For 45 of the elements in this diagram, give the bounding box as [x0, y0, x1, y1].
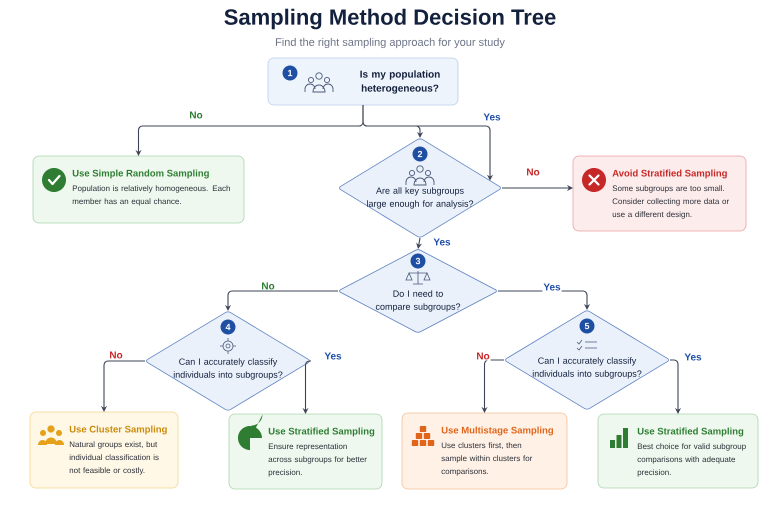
edge-label: Yes	[542, 282, 562, 292]
step-badge: 4	[220, 320, 236, 334]
decision-diamond	[339, 138, 501, 238]
box-description: Natural groups exist, but individual classification is not feasible or costly.	[70, 441, 159, 475]
question-text: Can I accurately classify individuals into subgroups?	[532, 357, 642, 379]
box-description: Use clusters first, then sample within clusters for comparisons.	[441, 442, 532, 476]
subtitle: Find the right sampling approach for your study	[276, 38, 505, 48]
box-description: Some subgroups are too small. Consider collecting more data or use a different design.	[612, 185, 729, 219]
decision-diamond	[505, 310, 669, 410]
box-title: Use Stratified Sampling	[638, 428, 744, 436]
box-title: Use Multistage Sampling	[442, 426, 553, 436]
question-box	[268, 58, 458, 106]
box-title: Use Cluster Sampling	[70, 426, 167, 434]
result-box	[32, 156, 244, 224]
edge-label: No	[475, 352, 491, 360]
result-box	[572, 156, 746, 232]
edge-label: Yes	[482, 112, 502, 122]
box-description: Population is relatively homogeneous. Each member has an equal chance.	[72, 185, 230, 206]
box-description: Best choice for valid subgroup comparisons with adequate precision.	[638, 443, 746, 477]
decision-diamond	[339, 249, 497, 333]
step-badge: 2	[412, 146, 428, 162]
edge-label: No	[525, 168, 541, 176]
title: Sampling Method Decision Tree	[224, 8, 556, 30]
question-text: Can I accurately classify individuals into subgroups?	[174, 358, 282, 380]
step-badge: 1	[282, 66, 298, 80]
result-box	[598, 414, 758, 488]
box-title: Use Simple Random Sampling	[72, 170, 209, 178]
box-title: Use Stratified Sampling	[268, 428, 374, 436]
box-title: Avoid Stratified Sampling	[612, 170, 727, 178]
decision-diamond	[146, 312, 310, 410]
edge-label: Yes	[683, 352, 703, 362]
question-text: Do I need to compare subgroups?	[376, 290, 460, 312]
edge-label: No	[108, 350, 124, 360]
edge-label: No	[260, 282, 276, 290]
edge-label: No	[188, 110, 204, 120]
question-text: Are all key subgroups large enough for analysis?	[367, 187, 474, 209]
result-box	[402, 412, 568, 490]
step-badge: 3	[410, 254, 426, 268]
step-badge: 5	[580, 318, 594, 334]
result-box	[30, 412, 178, 488]
result-box	[228, 414, 382, 490]
edge-label: Yes	[432, 238, 452, 246]
box-description: Ensure representation across subgroups for better precision.	[268, 443, 367, 477]
edge-label: Yes	[323, 352, 343, 360]
question-text: Is my population heterogeneous?	[360, 70, 440, 94]
